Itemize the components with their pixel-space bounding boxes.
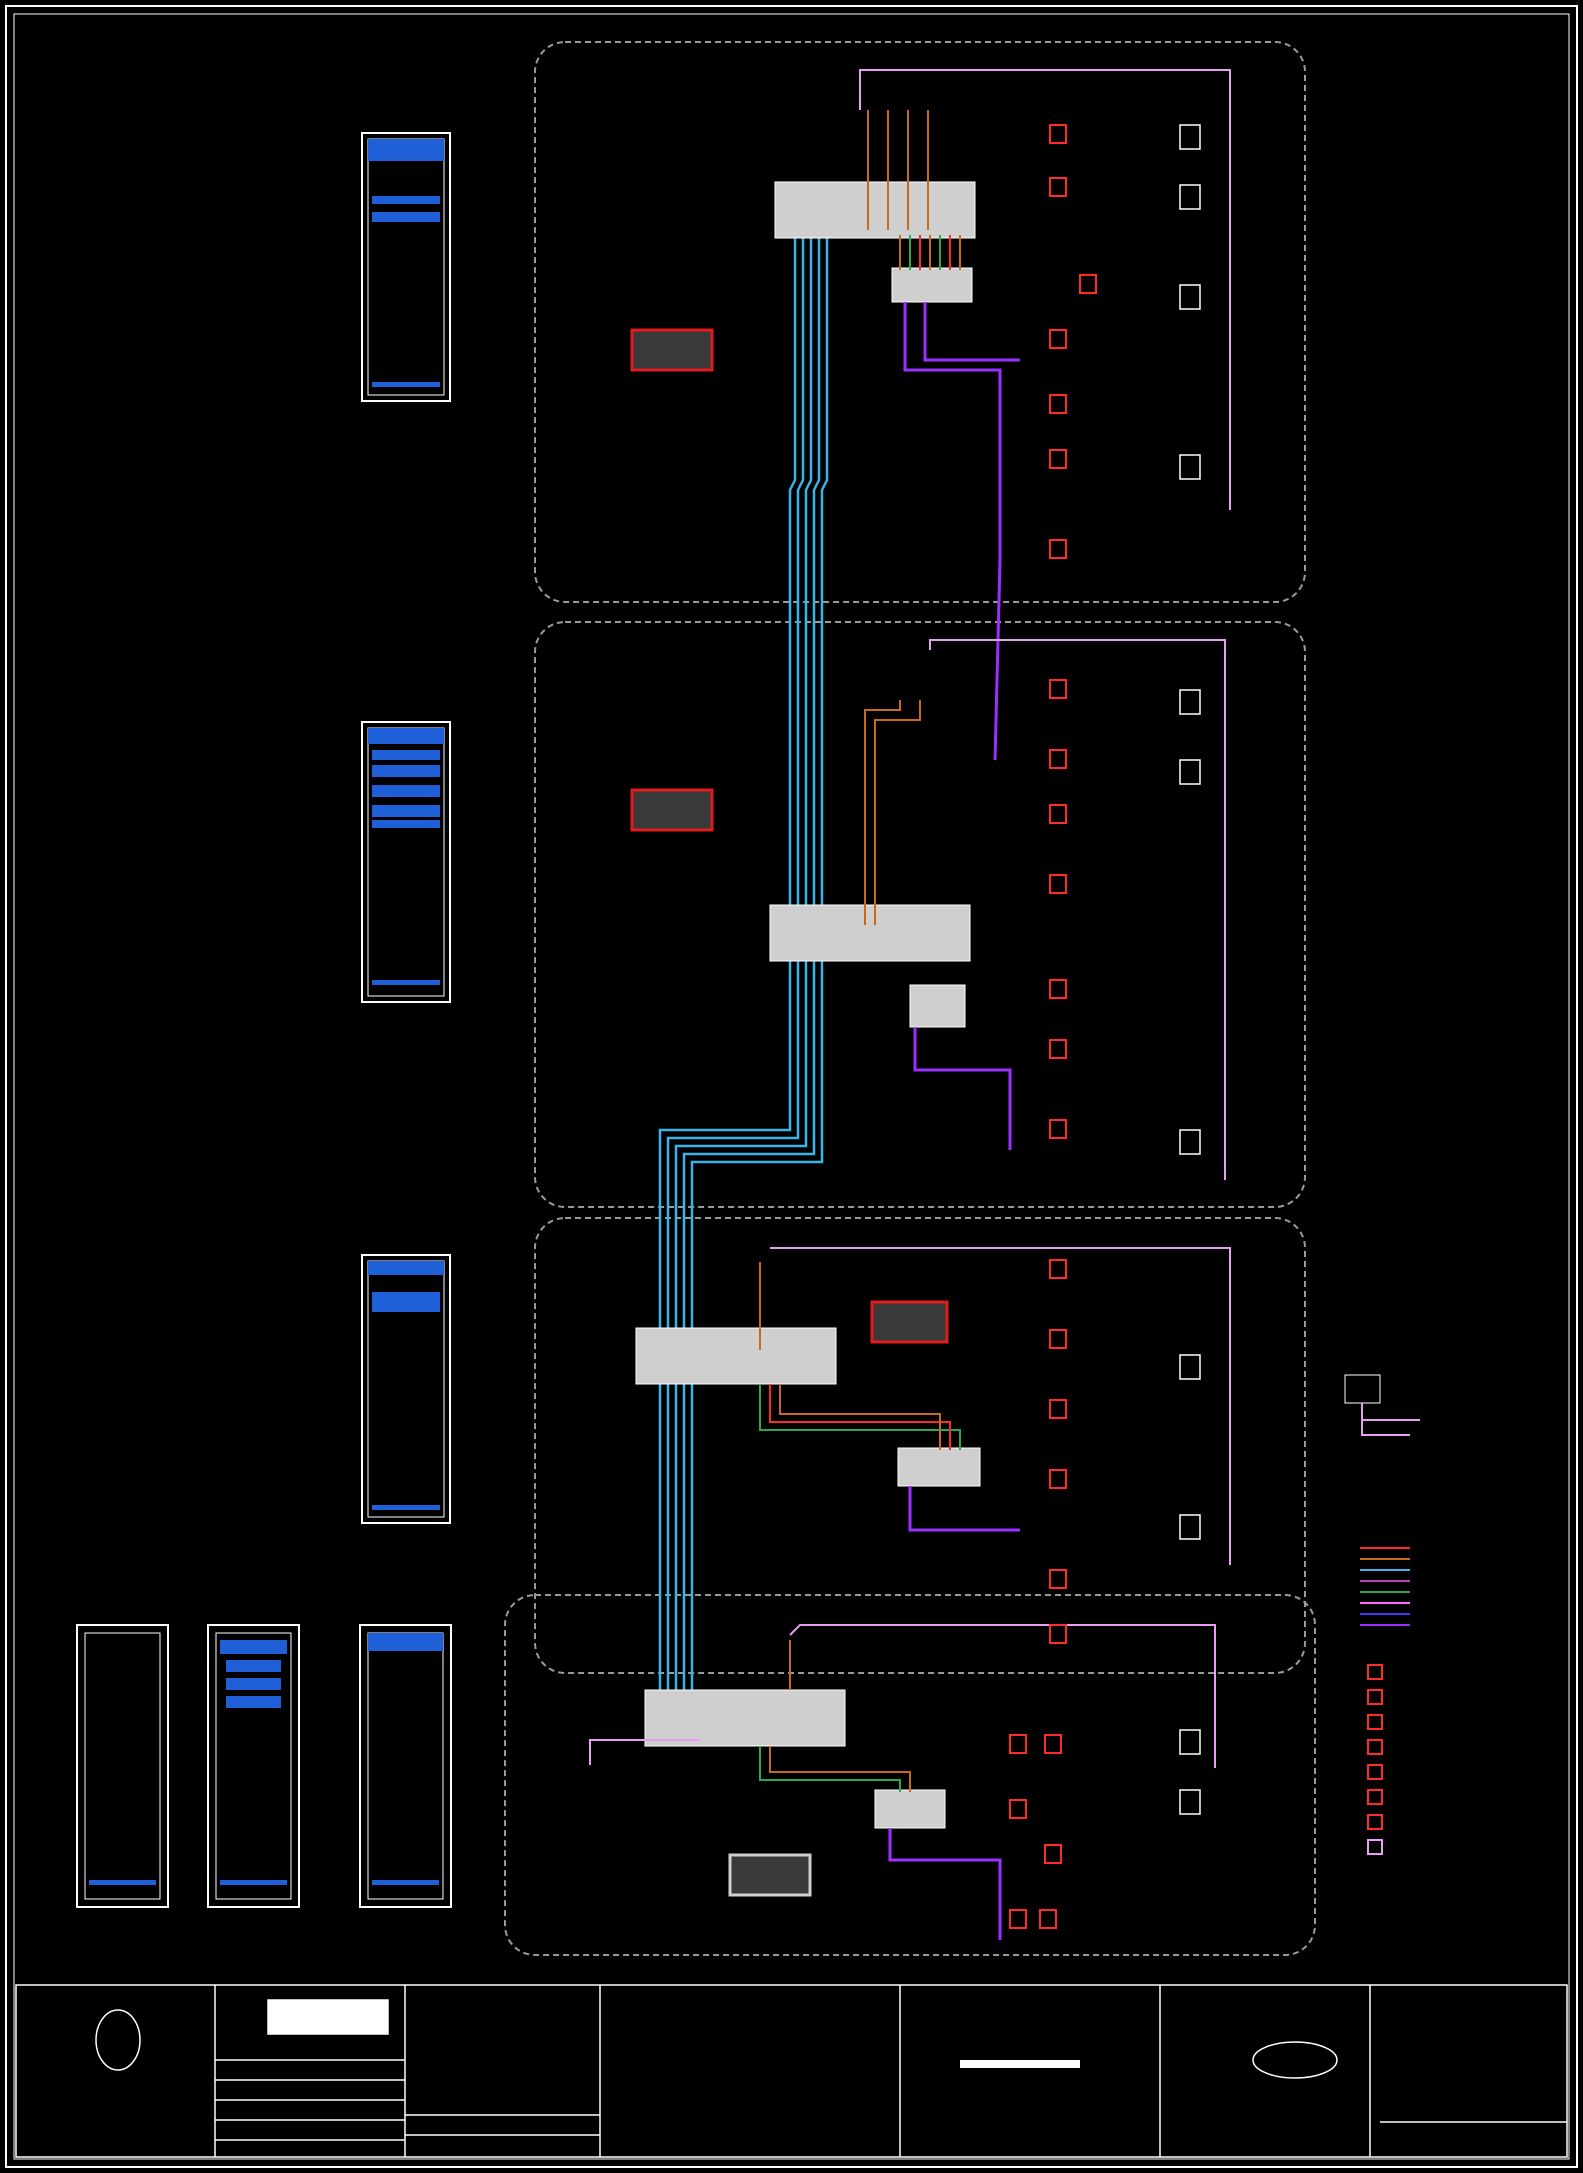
sheet-border [5, 5, 1578, 2168]
access-points [1179, 124, 1201, 1815]
data-cabling [589, 69, 1231, 1768]
fiber-backbone [658, 235, 829, 1745]
rack-floor-1-a [76, 1624, 169, 1908]
switch-floor-2 [635, 1327, 837, 1385]
switches [635, 181, 976, 1747]
floor-zone-2 [534, 1217, 1306, 1674]
rack-floor-1-c [359, 1624, 452, 1908]
copper-uplinks [759, 110, 929, 1690]
rack-floor-2 [361, 1254, 451, 1524]
floor-zone-3 [534, 621, 1306, 1208]
floor-zone-4 [534, 41, 1306, 603]
recorder-floor-1 [728, 1853, 812, 1897]
company-logo [95, 2009, 141, 2071]
floor-zones [504, 41, 1316, 1956]
patch-panels [874, 267, 981, 1829]
switch-floor-3 [769, 904, 971, 962]
endpoints [1009, 124, 1097, 1929]
recorder-floor-2 [870, 1300, 949, 1344]
legend [1344, 1374, 1420, 1855]
title-block [15, 1984, 1568, 2158]
stamp-logo [1252, 2041, 1338, 2079]
patch-bundles [759, 235, 961, 1792]
switch-floor-4 [774, 181, 976, 239]
rack-floor-1-b [207, 1624, 300, 1908]
red-devices [630, 328, 949, 1897]
rack-elevations [76, 132, 452, 1908]
recorder-floor-3 [630, 788, 714, 832]
rack-floor-4 [361, 132, 451, 402]
rack-floor-3 [361, 721, 451, 1003]
recorder-floor-4 [630, 328, 714, 372]
switch-floor-1 [644, 1689, 846, 1747]
legend-line-samples [1360, 1547, 1410, 1626]
floor-zone-1 [504, 1594, 1316, 1956]
sheet-inner-border [13, 13, 1570, 2160]
horizontal-cabling [888, 302, 1020, 1940]
